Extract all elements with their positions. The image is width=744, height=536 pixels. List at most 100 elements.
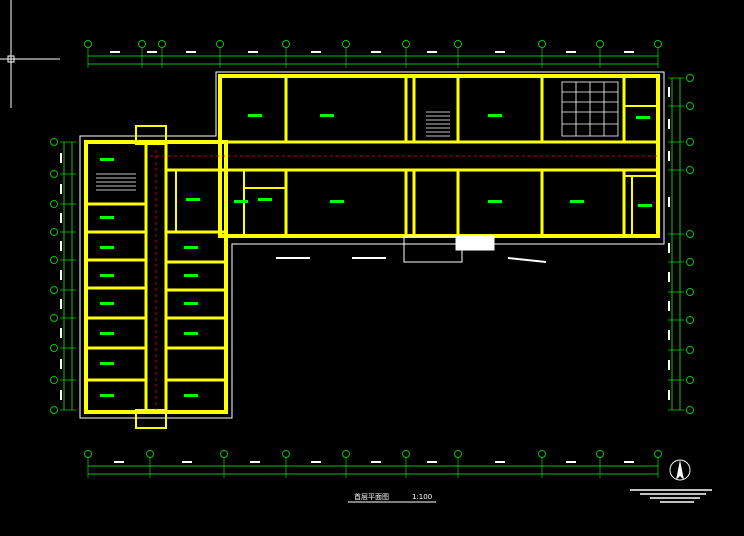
bottom-dimension-chain bbox=[84, 450, 662, 478]
axis-marker bbox=[84, 450, 92, 458]
room-label-mark bbox=[636, 116, 650, 119]
dimension-text bbox=[668, 197, 670, 207]
right-dimension-chain bbox=[668, 74, 694, 414]
dimension-text bbox=[60, 184, 62, 194]
room-label-mark bbox=[248, 114, 262, 117]
dimension-text bbox=[60, 359, 62, 369]
axis-marker bbox=[50, 314, 58, 322]
room-label-mark bbox=[100, 216, 114, 219]
axis-marker bbox=[686, 346, 694, 354]
axis-marker bbox=[282, 40, 290, 48]
left-dimension-chain bbox=[50, 138, 76, 414]
dimension-text bbox=[250, 461, 260, 463]
axis-marker bbox=[220, 450, 228, 458]
dimension-text bbox=[566, 51, 576, 53]
axis-marker bbox=[282, 450, 290, 458]
axis-marker bbox=[454, 450, 462, 458]
room-label-mark bbox=[100, 362, 114, 365]
dimension-text bbox=[668, 301, 670, 311]
axis-marker bbox=[84, 40, 92, 48]
axis-marker bbox=[686, 230, 694, 238]
axis-marker bbox=[686, 258, 694, 266]
dimension-text bbox=[60, 241, 62, 251]
room-label-mark bbox=[320, 114, 334, 117]
axis-marker bbox=[138, 40, 146, 48]
axis-marker bbox=[686, 74, 694, 82]
crosshair-cursor-icon bbox=[0, 0, 60, 108]
axis-marker bbox=[50, 138, 58, 146]
axis-marker bbox=[402, 40, 410, 48]
room-label-mark bbox=[234, 200, 248, 203]
axis-marker bbox=[50, 256, 58, 264]
dimension-text bbox=[60, 270, 62, 280]
axis-marker bbox=[538, 450, 546, 458]
dimension-text bbox=[311, 51, 321, 53]
dimension-text bbox=[566, 461, 576, 463]
axis-marker bbox=[50, 376, 58, 384]
seating-grid bbox=[561, 81, 619, 137]
room-label-mark bbox=[488, 200, 502, 203]
dimension-text bbox=[624, 461, 634, 463]
room-label-mark bbox=[184, 394, 198, 397]
room-label-mark bbox=[184, 332, 198, 335]
axis-marker bbox=[596, 450, 604, 458]
dimension-text bbox=[182, 461, 192, 463]
dimension-text bbox=[624, 51, 634, 53]
dimension-text bbox=[60, 328, 62, 338]
room-label-mark bbox=[100, 394, 114, 397]
dimension-text bbox=[147, 51, 157, 53]
dimension-text bbox=[248, 51, 258, 53]
axis-marker bbox=[686, 376, 694, 384]
dimension-text bbox=[427, 51, 437, 53]
axis-marker bbox=[454, 40, 462, 48]
room-label-mark bbox=[100, 158, 114, 161]
north-arrow-icon bbox=[630, 459, 712, 503]
axis-marker bbox=[158, 40, 166, 48]
dimension-text bbox=[114, 461, 124, 463]
axis-marker bbox=[50, 228, 58, 236]
axis-marker bbox=[342, 40, 350, 48]
dimension-text bbox=[371, 461, 381, 463]
dimension-text bbox=[495, 51, 505, 53]
room-labels bbox=[100, 114, 652, 397]
dimension-text bbox=[311, 461, 321, 463]
dimension-text bbox=[371, 51, 381, 53]
drawing-title: 首层平面图 bbox=[354, 492, 389, 501]
dimension-text bbox=[427, 461, 437, 463]
axis-marker bbox=[216, 40, 224, 48]
axis-marker bbox=[686, 102, 694, 110]
building-outline bbox=[79, 71, 665, 419]
axis-marker bbox=[538, 40, 546, 48]
axis-marker bbox=[342, 450, 350, 458]
axis-marker bbox=[146, 450, 154, 458]
room-label-mark bbox=[100, 302, 114, 305]
dimension-text bbox=[668, 272, 670, 282]
dimension-text bbox=[495, 461, 505, 463]
dimension-text bbox=[110, 51, 120, 53]
room-label-mark bbox=[330, 200, 344, 203]
room-label-mark bbox=[258, 198, 272, 201]
axis-marker bbox=[50, 406, 58, 414]
axis-marker bbox=[686, 316, 694, 324]
room-label-mark bbox=[100, 274, 114, 277]
axis-marker bbox=[50, 170, 58, 178]
axis-marker bbox=[686, 288, 694, 296]
dimension-text bbox=[668, 390, 670, 400]
dimension-text bbox=[60, 213, 62, 223]
dimension-text bbox=[60, 390, 62, 400]
room-label-mark bbox=[184, 246, 198, 249]
dimension-text bbox=[668, 330, 670, 340]
axis-marker bbox=[596, 40, 604, 48]
room-label-mark bbox=[570, 200, 584, 203]
room-label-mark bbox=[184, 274, 198, 277]
dimension-text bbox=[668, 151, 670, 161]
dimension-text bbox=[186, 51, 196, 53]
dimension-text bbox=[668, 360, 670, 370]
room-label-mark bbox=[100, 246, 114, 249]
axis-marker bbox=[686, 166, 694, 174]
hidden-lines bbox=[150, 150, 658, 410]
room-label-mark bbox=[184, 302, 198, 305]
dimension-text bbox=[668, 243, 670, 253]
axis-marker bbox=[50, 344, 58, 352]
